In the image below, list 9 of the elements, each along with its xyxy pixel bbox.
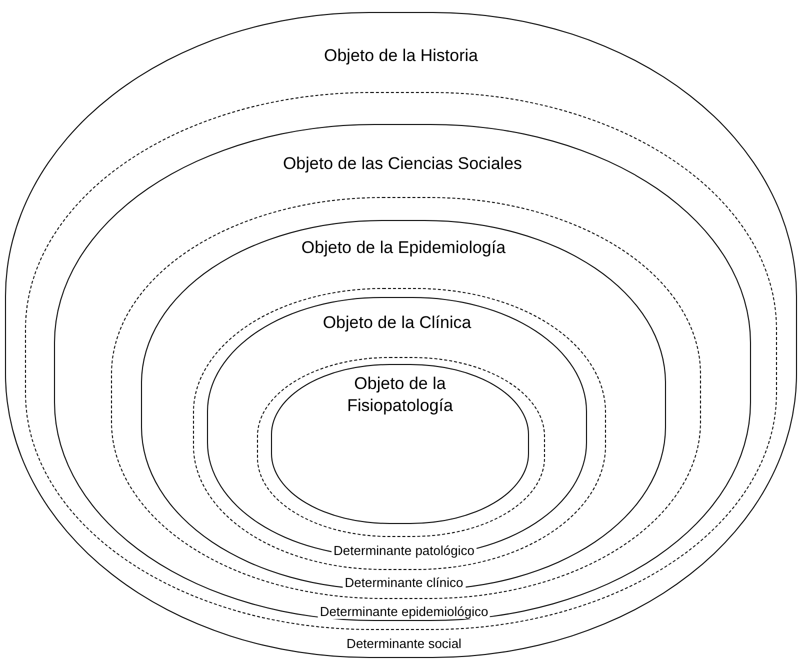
band-label: Determinante social (344, 636, 464, 651)
oval-title: Objeto de las Ciencias Sociales (282, 153, 522, 175)
band-label: Determinante patológico (332, 543, 476, 558)
band-label: Determinante clínico (342, 575, 466, 590)
oval-title: Objeto de la Fisiopatología (346, 373, 454, 417)
oval-title: Objeto de la Epidemiología (301, 237, 506, 259)
oval-title: Objeto de la Historia (324, 45, 478, 67)
oval-title: Objeto de la Clínica (322, 312, 472, 334)
band-label: Determinante epidemiológico (318, 604, 490, 619)
